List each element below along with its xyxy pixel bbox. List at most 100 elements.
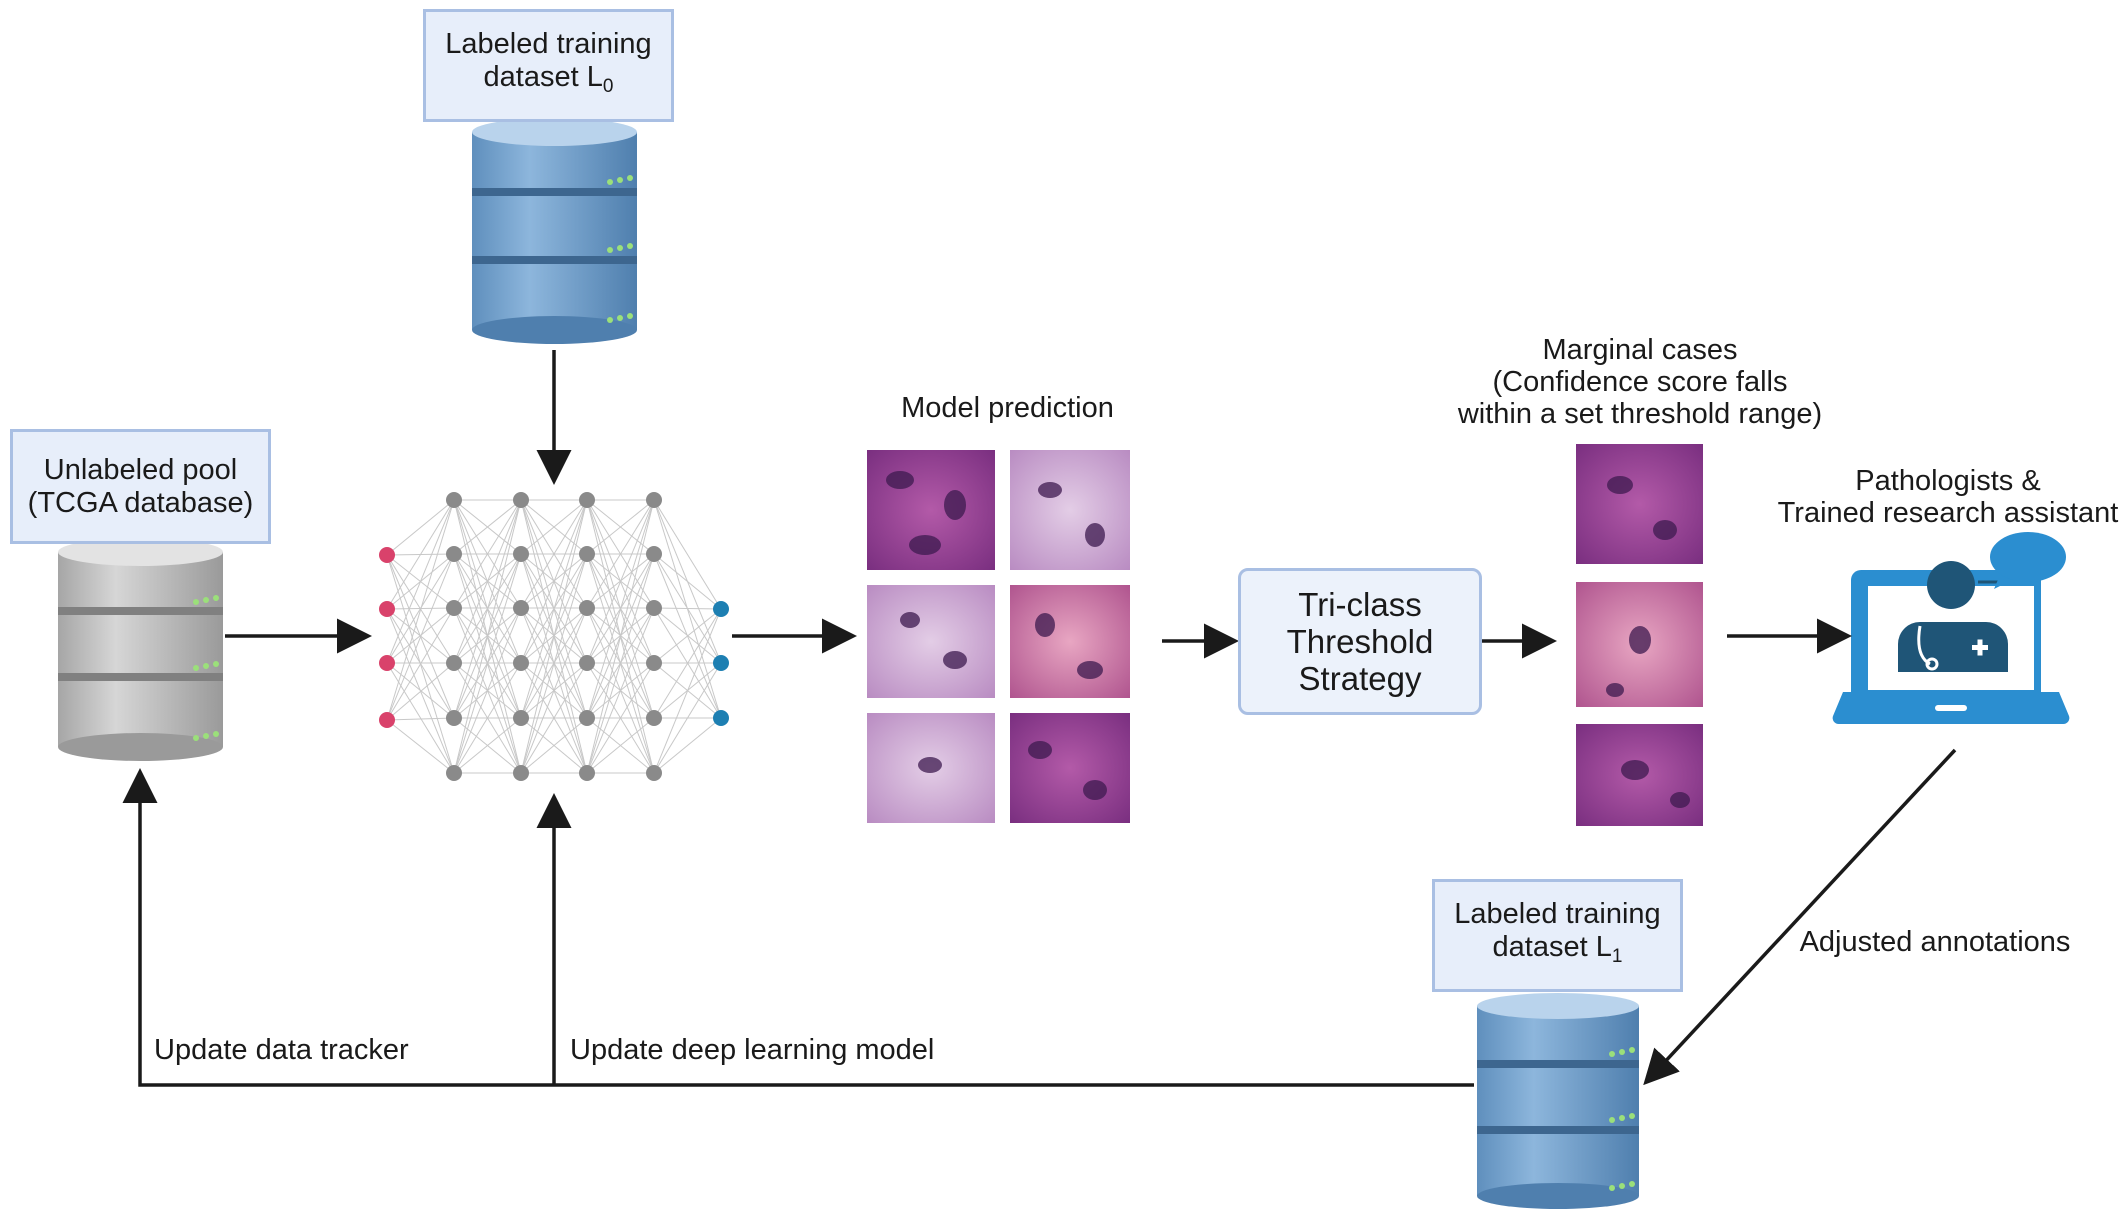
box-line-with-sub: dataset L0 (484, 61, 614, 103)
nn-connection (653, 608, 722, 719)
box-line: Unlabeled pool (43, 453, 238, 486)
nn-node-hidden (446, 710, 462, 726)
nn-node-output (713, 601, 729, 617)
tissue-patch (1010, 450, 1130, 570)
nn-node-hidden (513, 655, 529, 671)
nn-connection (453, 499, 522, 555)
nn-node-hidden (579, 655, 595, 671)
database-icon-l0 (472, 118, 637, 344)
nn-connection (386, 662, 455, 721)
nn-node-hidden (513, 710, 529, 726)
nn-node-hidden (646, 600, 662, 616)
box-line-with-sub: dataset L1 (1493, 931, 1623, 973)
nn-connection (586, 607, 655, 774)
nn-connection (386, 499, 455, 664)
nn-node-hidden (446, 655, 462, 671)
database-icon-unlabeled (58, 538, 223, 761)
model-prediction-patches (867, 450, 1130, 823)
nn-connection (653, 662, 722, 774)
label-line: Marginal cases (1542, 334, 1738, 366)
nn-connection (386, 499, 455, 556)
nn-node-hidden (646, 546, 662, 562)
nn-connection (653, 608, 722, 774)
subscript: 0 (602, 76, 614, 97)
pathologists-label: Pathologists & Trained research assistan… (1770, 465, 2126, 529)
labeled-dataset-l0-box: Labeled training dataset L0 (423, 9, 674, 122)
nn-connection (586, 553, 655, 774)
nn-connection (520, 662, 588, 774)
nn-connection (386, 499, 455, 721)
nn-connection (653, 553, 722, 610)
nn-connection (520, 607, 588, 774)
nn-connection (653, 717, 722, 774)
nn-node-hidden (646, 655, 662, 671)
marginal-cases-label: Marginal cases (Confidence score falls w… (1440, 334, 1840, 430)
laptop-doctor-icon (1832, 561, 2070, 725)
nn-connection (453, 553, 522, 774)
nn-node-hidden (446, 765, 462, 781)
tissue-patch (1576, 444, 1703, 564)
nn-node-input (379, 601, 395, 617)
nn-node-output (713, 655, 729, 671)
nn-node-hidden (579, 710, 595, 726)
nn-connection (386, 717, 455, 721)
adjusted-annotations-label: Adjusted annotations (1799, 926, 2071, 958)
nn-connection (586, 499, 655, 774)
nn-connection (453, 717, 522, 774)
nn-node-hidden (446, 600, 462, 616)
nn-node-output (713, 710, 729, 726)
nn-node-hidden (646, 765, 662, 781)
feedback-line (138, 773, 1474, 1087)
nn-node-hidden (646, 492, 662, 508)
box-line: Tri-class (1298, 586, 1422, 623)
label-line: within a set threshold range) (1457, 398, 1823, 430)
box-line: dataset L (483, 61, 603, 93)
nn-connection (386, 499, 455, 610)
nn-node-hidden (513, 546, 529, 562)
nn-connection (586, 499, 655, 664)
nn-connection (453, 607, 522, 774)
database-icon-l1 (1477, 993, 1639, 1209)
box-line: Labeled training (1454, 898, 1661, 930)
nn-node-hidden (513, 492, 529, 508)
nn-connection (653, 607, 722, 610)
nn-connection (386, 662, 455, 774)
tissue-patch (1010, 585, 1130, 698)
nn-connection (520, 499, 588, 555)
tri-class-threshold-box: Tri-class Threshold Strategy (1238, 568, 1482, 715)
box-line: Threshold (1286, 623, 1434, 660)
nn-connection (520, 717, 588, 774)
labeled-dataset-l1-box: Labeled training dataset L1 (1432, 879, 1683, 992)
model-prediction-label: Model prediction (901, 392, 1114, 424)
box-line: (TCGA database) (27, 486, 254, 519)
nn-connection (453, 499, 522, 609)
update-data-tracker-label: Update data tracker (154, 1034, 409, 1066)
update-model-label: Update deep learning model (570, 1034, 935, 1066)
nn-connection (386, 607, 455, 721)
marginal-case-patches (1576, 444, 1703, 826)
box-line: Strategy (1298, 660, 1422, 697)
nn-connection (386, 607, 455, 664)
arrow-laptop-to-l1 (1643, 748, 1957, 1086)
nn-connection (386, 662, 455, 719)
nn-node-input (379, 547, 395, 563)
nn-connection (586, 499, 655, 609)
tissue-patch (867, 585, 995, 698)
nn-node-hidden (646, 710, 662, 726)
neural-network-icon (379, 492, 729, 781)
nn-connection (386, 553, 455, 721)
nn-connection (386, 719, 455, 774)
nn-connection (520, 499, 588, 664)
nn-connection (453, 662, 522, 774)
nn-connection (653, 499, 722, 610)
nn-node-hidden (579, 765, 595, 781)
nn-connection (520, 499, 588, 774)
box-line: dataset L (1492, 931, 1612, 963)
nn-connection (453, 499, 522, 774)
nn-node-hidden (446, 492, 462, 508)
nn-node-hidden (579, 492, 595, 508)
nn-connection (520, 553, 588, 774)
nn-connection (586, 662, 655, 774)
nn-node-hidden (513, 765, 529, 781)
